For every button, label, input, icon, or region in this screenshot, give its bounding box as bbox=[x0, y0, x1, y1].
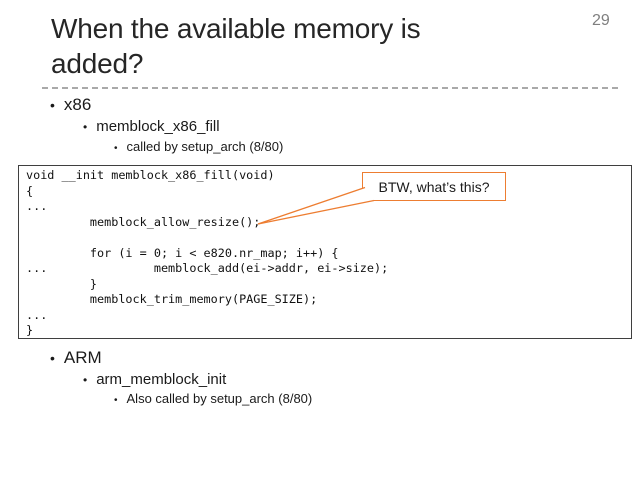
bullet-dot-icon: • bbox=[50, 97, 55, 113]
bullet-dot-icon: • bbox=[50, 350, 55, 366]
bullet-dot-icon: • bbox=[83, 373, 88, 387]
title-underline-dashed bbox=[42, 87, 622, 89]
bullet-x86: • x86 bbox=[50, 95, 91, 115]
bullet-dot-icon: • bbox=[83, 120, 88, 134]
bullet-dot-icon: • bbox=[114, 143, 118, 154]
bullet-arm: • ARM bbox=[50, 348, 102, 368]
bullet-also-called-by-setup-arch: • Also called by setup_arch (8/80) bbox=[114, 391, 312, 406]
bullet-called-by-setup-arch-label: called by setup_arch (8/80) bbox=[126, 139, 284, 154]
bullet-called-by-setup-arch: • called by setup_arch (8/80) bbox=[114, 139, 283, 154]
code-block-memblock-x86-fill: void __init memblock_x86_fill(void) { ..… bbox=[18, 165, 632, 339]
bullet-memblock-x86-fill: • memblock_x86_fill bbox=[83, 118, 220, 135]
bullet-arm-label: ARM bbox=[63, 348, 102, 367]
bullet-also-called-by-setup-arch-label: Also called by setup_arch (8/80) bbox=[126, 391, 313, 406]
bullet-x86-label: x86 bbox=[63, 95, 92, 114]
callout-text: BTW, what’s this? bbox=[378, 178, 490, 195]
slide-title: When the available memory is added? bbox=[51, 13, 421, 79]
bullet-arm-memblock-init: • arm_memblock_init bbox=[83, 371, 226, 388]
bullet-dot-icon: • bbox=[114, 395, 118, 406]
bullet-arm-memblock-init-label: arm_memblock_init bbox=[96, 371, 227, 388]
callout-box: BTW, what’s this? bbox=[362, 172, 506, 201]
bullet-memblock-x86-fill-label: memblock_x86_fill bbox=[96, 118, 220, 135]
page-number: 29 bbox=[592, 12, 610, 29]
